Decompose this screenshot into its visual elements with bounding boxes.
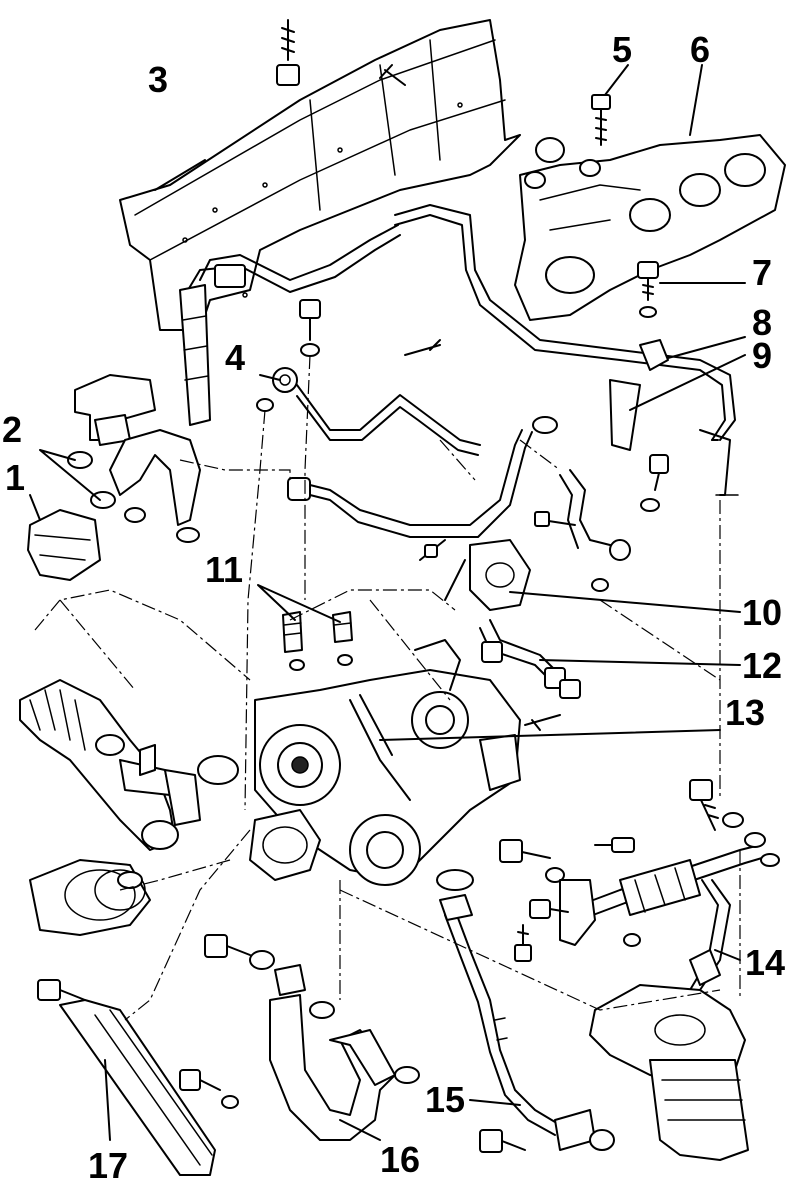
vacuum-hoses-drawing [27,374,201,581]
bracket-17-drawing [37,979,239,1176]
callout-9: 9 [752,335,772,376]
callout-11: 11 [205,549,243,590]
callout-7: 7 [752,252,772,293]
callout-1: 1 [5,457,25,498]
oil-return-pipe-drawing [499,779,780,991]
upper-pipe-drawing [179,224,401,426]
bolt-5-drawing [591,94,611,146]
callout-17: 17 [88,1145,128,1186]
coolant-hose-16-drawing [204,934,420,1141]
callout-5: 5 [612,29,632,70]
alignment-lines [34,354,741,1021]
pipe-12-drawing [479,619,581,699]
banjo-4-drawing [256,299,481,456]
callout-16: 16 [380,1139,420,1180]
oil-filter-housing-drawing [589,984,749,1161]
bolt-7-drawing [637,261,659,318]
callout-8: 8 [752,302,772,343]
center-pipes-drawing [287,416,669,611]
callout-3: 3 [148,59,168,100]
callout-15: 15 [425,1079,465,1120]
oil-supply-pipe-drawing [436,869,615,1153]
exhaust-manifold-drawing [514,134,786,321]
heat-shield-drawing [119,19,521,331]
leader-lines [29,64,746,1141]
callout-4: 4 [225,337,245,378]
callout-10: 10 [742,592,782,633]
callout-13: 13 [725,692,765,733]
callout-labels: 3 5 6 7 8 9 4 2 1 11 10 12 13 14 15 16 1… [2,29,785,1186]
turbocharger-drawing [249,639,561,886]
callout-12: 12 [742,645,782,686]
callout-2: 2 [2,409,22,450]
sensors-11-drawing [282,611,353,671]
callout-14: 14 [745,942,785,983]
intake-hose-drawing [19,679,239,936]
callout-6: 6 [690,29,710,70]
coolant-pipe-drawing [394,204,739,496]
